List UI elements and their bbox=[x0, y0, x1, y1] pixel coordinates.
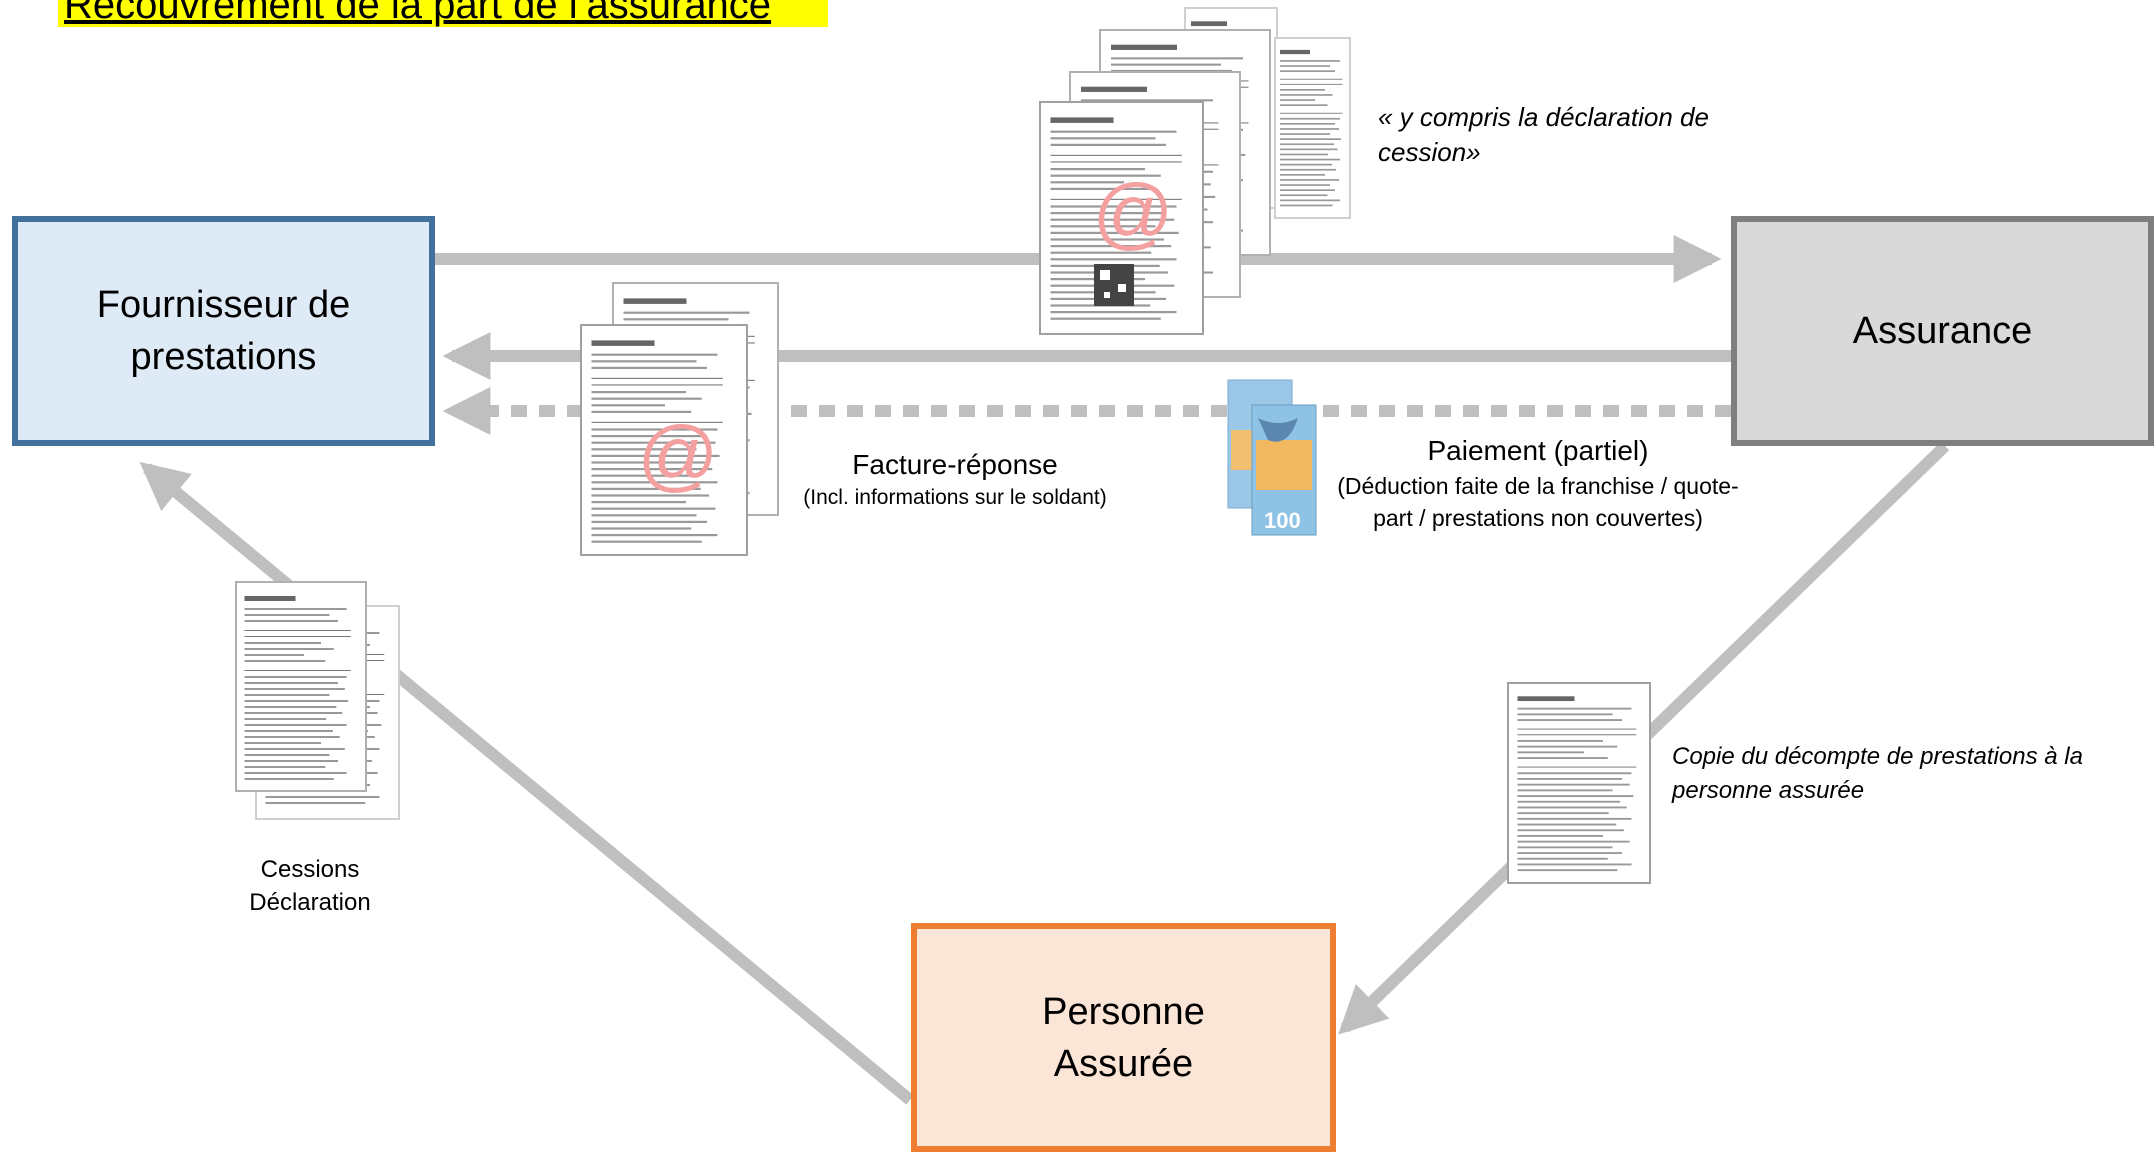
payment-label: Paiement (partiel) (Déduction faite de l… bbox=[1318, 432, 1758, 534]
insured-person-box: Personne Assurée bbox=[911, 923, 1336, 1152]
form-document-icon bbox=[235, 581, 400, 820]
insured-box-fill bbox=[911, 923, 1336, 1152]
response-invoice-subtitle: (Incl. informations sur le soldant) bbox=[803, 486, 1107, 509]
title-highlight bbox=[58, 0, 828, 27]
at-sign-icon: @ bbox=[1092, 168, 1173, 257]
service-provider-box: Fournisseur de prestations bbox=[12, 216, 435, 446]
cession-note-label: « y compris la déclaration de cession» bbox=[1378, 102, 1709, 167]
invoice-stack-top: @ bbox=[1039, 7, 1351, 335]
cession-declaration-label: Cessions Déclaration bbox=[249, 856, 371, 916]
arrow-cession-to-provider bbox=[139, 461, 914, 1105]
statement-document-icon bbox=[1507, 682, 1651, 884]
at-sign-icon: @ bbox=[637, 410, 718, 499]
insurance-box-fill bbox=[1731, 216, 2154, 446]
statement-copy-label: Copie du décompte de prestations à la pe… bbox=[1672, 743, 2083, 804]
page-title: Recouvrement de la part de l’assurance bbox=[64, 0, 772, 27]
response-invoice-title: Facture-réponse bbox=[852, 449, 1058, 480]
payment-subtitle: (Déduction faite de la franchise / quote… bbox=[1337, 473, 1739, 531]
payment-title: Paiement (partiel) bbox=[1427, 435, 1649, 466]
response-invoice-label: Facture-réponse (Incl. informations sur … bbox=[790, 446, 1120, 512]
banknote-icon: 100 bbox=[1227, 379, 1317, 536]
banknote-value: 100 bbox=[1264, 508, 1301, 533]
invoice-stack-response: @ bbox=[580, 282, 779, 556]
provider-box-fill bbox=[12, 216, 435, 446]
insurance-box: Assurance bbox=[1731, 216, 2154, 446]
